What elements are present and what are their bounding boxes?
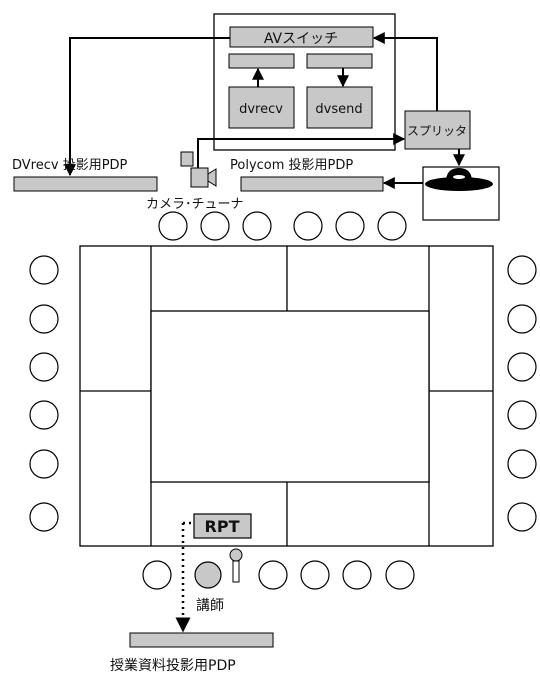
seat-right xyxy=(507,304,537,334)
dvrecv-box xyxy=(228,86,295,129)
splitter-to-switch-arrow xyxy=(372,32,438,111)
seat-right xyxy=(507,400,537,430)
seat-right xyxy=(507,502,537,532)
seat-bottom xyxy=(300,560,330,590)
dvrecv-pdp xyxy=(13,176,158,192)
camera-to-splitter-arrow xyxy=(197,133,406,168)
seat-right xyxy=(507,352,537,382)
lecture-pdp xyxy=(129,632,274,648)
desk-layout xyxy=(79,245,494,547)
lecture-pdp-label: 授業資料投影用PDP xyxy=(110,658,236,674)
camera-label: カメラ･チューナ xyxy=(146,197,244,212)
seat-bottom xyxy=(142,560,172,590)
seat-left xyxy=(29,352,59,382)
lecturer-label: 講師 xyxy=(196,598,224,614)
lecturer-icon xyxy=(194,561,222,589)
camera-icon xyxy=(180,151,217,188)
seat-top xyxy=(293,211,323,241)
switch-port-right xyxy=(306,53,373,69)
dvsend-box xyxy=(306,86,373,129)
seat-group xyxy=(29,211,537,590)
seat-left xyxy=(29,255,59,285)
seat-right xyxy=(507,255,537,285)
microphone-icon xyxy=(229,548,243,583)
seat-left xyxy=(29,304,59,334)
av-switch-label: AVスイッチ xyxy=(264,31,338,47)
seat-top xyxy=(158,211,188,241)
seat-bottom xyxy=(258,560,288,590)
seat-top xyxy=(200,211,230,241)
rpt-label: RPT xyxy=(205,517,240,536)
seat-top xyxy=(377,211,407,241)
seat-left xyxy=(29,502,59,532)
polycom-device-icon xyxy=(425,168,493,191)
seat-top xyxy=(335,211,365,241)
switch-to-dvrecv-pdp-arrow xyxy=(64,37,230,177)
dvsend-label: dvsend xyxy=(315,102,362,117)
seat-bottom xyxy=(385,560,415,590)
rpt-box xyxy=(193,513,252,539)
polycom-pdp xyxy=(240,176,384,192)
seat-top xyxy=(242,211,272,241)
seat-left xyxy=(29,400,59,430)
dvrecv-label: dvrecv xyxy=(239,102,283,117)
switch-port-left xyxy=(228,53,295,69)
seat-bottom xyxy=(342,560,372,590)
polycom-pdp-label: Polycom 投影用PDP xyxy=(230,157,353,173)
seat-right xyxy=(507,449,537,479)
splitter-label: スプリッタ xyxy=(407,124,467,138)
seat-left xyxy=(29,449,59,479)
dvrecv-pdp-label: DVrecv 投影用PDP xyxy=(12,157,128,173)
